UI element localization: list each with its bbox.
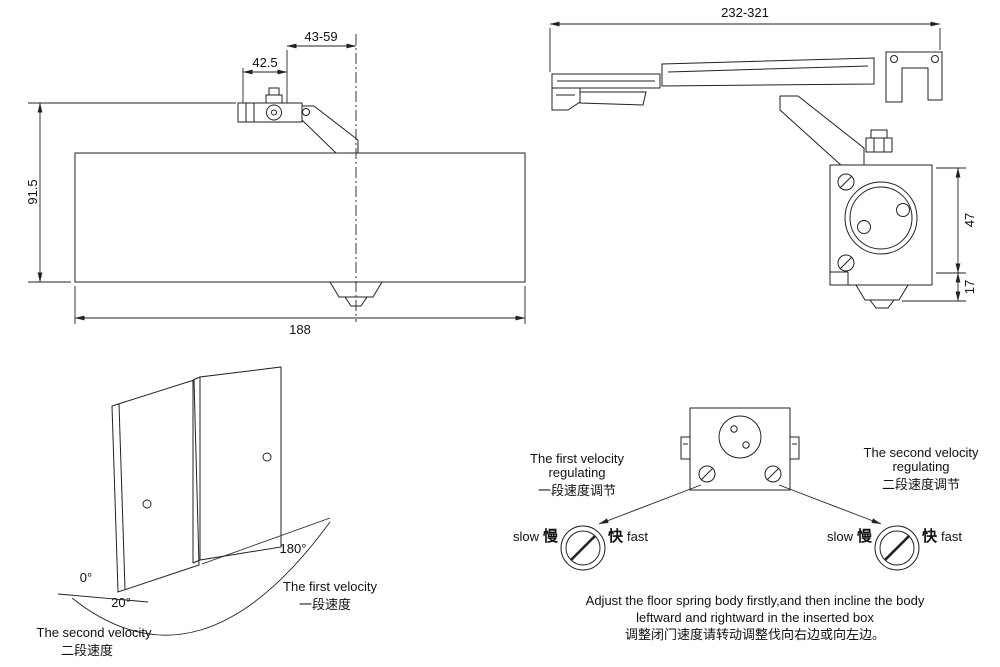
door-knob — [142, 499, 152, 509]
fast-text: fast — [627, 529, 648, 544]
fast-zh-text: 快 — [608, 527, 624, 545]
second-velocity-dial — [874, 525, 920, 571]
note-block: Adjust the floor spring body firstly,and… — [586, 593, 925, 642]
note-line2: leftward and rightward in the inserted b… — [636, 610, 874, 625]
side-view: 43-59 42.5 91.5 188 — [25, 29, 526, 337]
pointer-to-left-dial — [598, 484, 702, 525]
slow-text: slow — [827, 529, 854, 544]
angle-20-label: 20° — [111, 595, 131, 610]
closer-body-outline — [74, 152, 526, 283]
closer-arm — [301, 105, 359, 154]
dim-43-59-label: 43-59 — [304, 29, 337, 44]
mounting-bracket — [237, 87, 303, 123]
note-line1: Adjust the floor spring body firstly,and… — [586, 593, 925, 608]
dim-188-label: 188 — [289, 322, 311, 337]
slow-text: slow — [513, 529, 540, 544]
first-regulator-line1: The first velocity — [530, 451, 624, 466]
body-top-view — [680, 407, 800, 491]
second-regulator-caption: The second velocity regulating 二段速度调节 — [864, 445, 979, 492]
angle-180-label: 180° — [280, 541, 307, 556]
first-regulator-line2: regulating — [548, 465, 605, 480]
fast-text: fast — [941, 529, 962, 544]
bent-arm — [779, 95, 893, 167]
dimension-43-59: 43-59 — [286, 29, 357, 103]
dimension-42-5: 42.5 — [242, 55, 288, 103]
dim-91-5-label: 91.5 — [25, 179, 40, 204]
door-open-panel — [192, 366, 282, 564]
dim-42-5-label: 42.5 — [252, 55, 277, 70]
second-velocity-screw — [764, 465, 782, 483]
dimension-91-5: 91.5 — [25, 102, 236, 283]
first-regulator-caption: The first velocity regulating 一段速度调节 — [530, 451, 624, 498]
arm-view: 232-321 — [549, 5, 977, 309]
dim-17-label: 17 — [962, 280, 977, 294]
second-regulator-line1: The second velocity — [864, 445, 979, 460]
pointer-to-right-dial — [778, 484, 882, 525]
first-velocity-dial — [560, 525, 606, 571]
first-regulator-line3: 一段速度调节 — [538, 483, 616, 498]
slide-channel — [551, 73, 661, 111]
first-velocity-zh-label: 一段速度 — [299, 597, 351, 612]
dim-232-321-label: 232-321 — [721, 5, 769, 20]
arm-end-hook — [885, 51, 943, 103]
dimension-232-321: 232-321 — [549, 5, 941, 72]
dimension-17: 17 — [902, 272, 977, 302]
first-velocity-screw — [698, 465, 716, 483]
door-knob — [262, 452, 272, 462]
dimension-47: 47 — [936, 167, 977, 274]
second-velocity-en-label: The second velocity — [37, 625, 152, 640]
door-swing-diagram: 0° 20° 180° The first velocity 一段速度 The … — [37, 366, 377, 658]
fast-zh-text: 快 — [922, 527, 938, 545]
slow-zh-text: 慢 — [857, 528, 873, 545]
adjust-screw-bottom — [837, 254, 855, 272]
dim-47-label: 47 — [962, 213, 977, 227]
main-arm-bar — [661, 57, 875, 87]
second-regulator-line2: regulating — [892, 459, 949, 474]
open-position-line — [201, 517, 331, 565]
angle-0-label: 0° — [80, 570, 92, 585]
adjust-screw-top — [837, 173, 855, 191]
door-second-stage-panel — [111, 379, 200, 593]
slow-zh-text: 慢 — [543, 528, 559, 545]
closer-body-front — [829, 164, 933, 309]
first-velocity-en-label: The first velocity — [283, 579, 377, 594]
closed-position-line — [57, 593, 149, 603]
second-regulator-line3: 二段速度调节 — [882, 477, 960, 492]
note-line3: 调整闭门速度请转动调整伐向右边或向左边。 — [625, 627, 885, 642]
swing-arc — [71, 521, 331, 636]
second-velocity-zh-label: 二段速度 — [61, 643, 113, 658]
dimension-188: 188 — [74, 286, 526, 337]
